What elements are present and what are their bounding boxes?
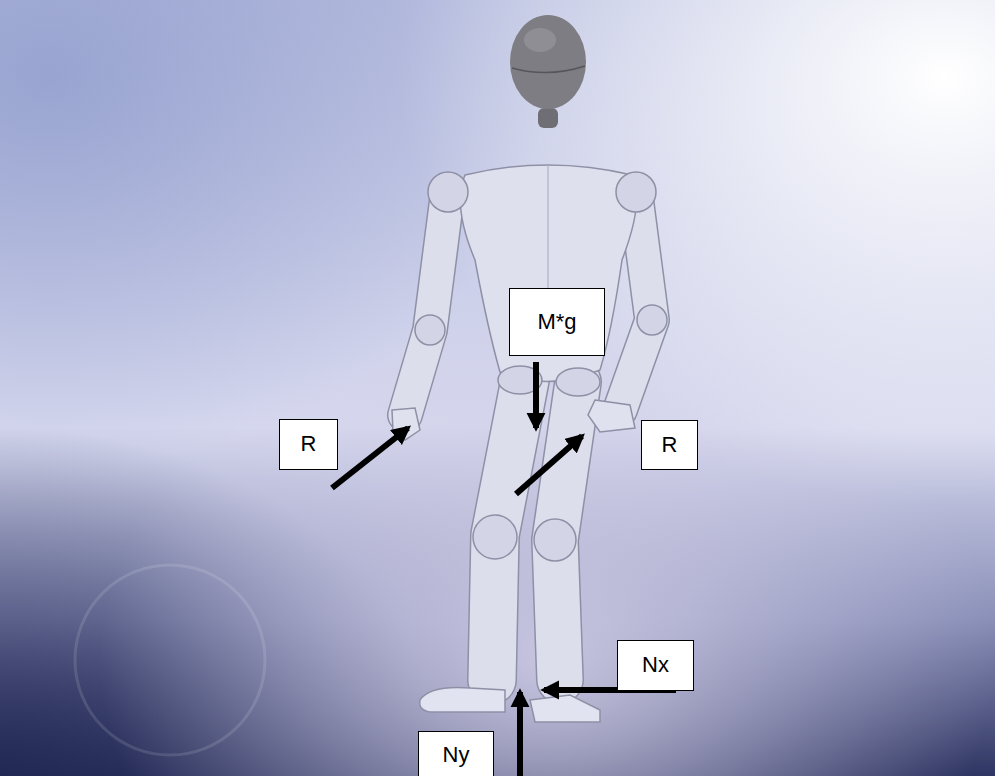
normal-y-arrow (517, 692, 523, 776)
force-label: R (662, 433, 678, 457)
reaction-arrow (516, 436, 582, 494)
force-label: R (301, 432, 317, 456)
reaction-arrow (332, 428, 408, 488)
force-label-box: R (641, 420, 698, 470)
force-label: Nx (642, 653, 669, 677)
force-label: Ny (443, 743, 470, 767)
force-label: M*g (537, 310, 576, 334)
force-label-box: Nx (617, 640, 694, 691)
weight-arrow (533, 362, 539, 428)
force-label-box: M*g (509, 288, 605, 356)
force-label-box: Ny (418, 731, 494, 776)
force-label-box: R (279, 419, 338, 470)
